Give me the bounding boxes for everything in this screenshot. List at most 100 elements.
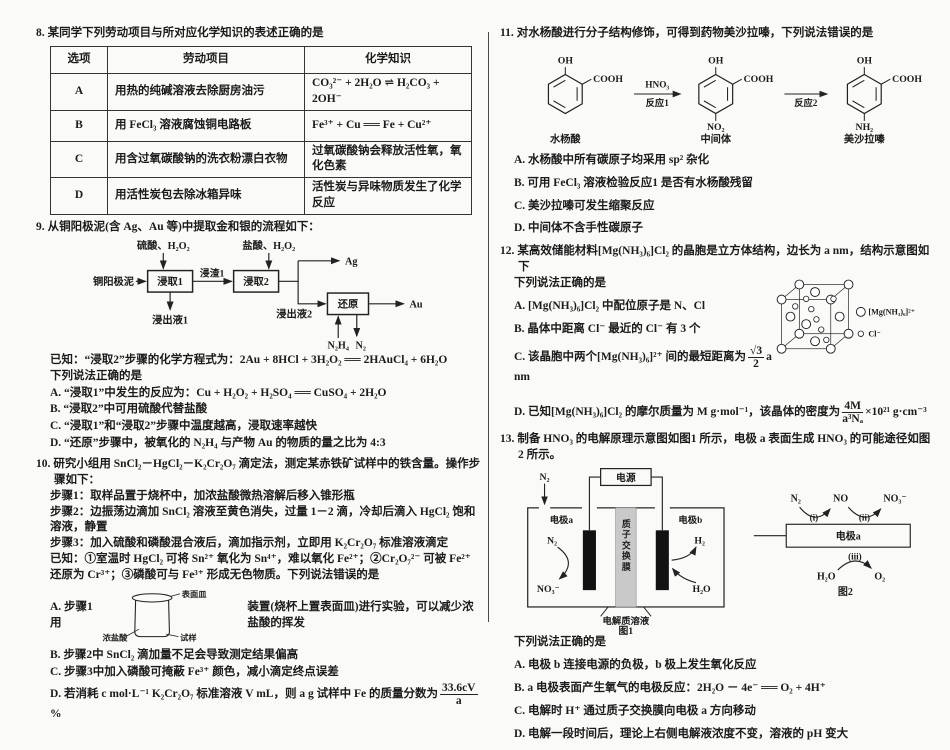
q13-pathway-figure: 电极a N₂ (i) NO (ii) NO₃⁻ (iii) H₂O O₂ 图2 <box>753 494 911 597</box>
ag-label: Ag <box>345 257 358 268</box>
q12-unit-cell-figure: [Mg(NH₃)₆]²⁺ Cl⁻ <box>776 279 915 354</box>
table-row: B 用 FeCl₃ 溶液腐蚀铜电路板 Fe³⁺ + Cu ══ Fe + Cu²… <box>50 109 472 142</box>
table-row: D 用活性炭包去除冰箱异味 活性炭与异味物质发生了化学反应 <box>50 177 472 216</box>
solution-pointer-left <box>600 607 609 618</box>
reaction2-label: 反应2 <box>794 97 818 109</box>
q12-fraction-c-denominator: 2 <box>753 357 759 370</box>
ring2-no2-label: NO₂ <box>707 122 725 133</box>
q10-stem: 10.研究小组用 SnCl₂－HgCl₂－K₂Cr₂O₇ 滴定法，测定某赤铁矿试… <box>36 457 484 489</box>
sample-pointer <box>166 633 179 637</box>
q10-option-d-post: % <box>50 707 62 720</box>
electrode-b-bar <box>655 530 669 591</box>
q12-option-c-post: a nm <box>514 350 772 383</box>
ring3-nh2-label: NH₂ <box>856 122 874 133</box>
beaker-shape <box>134 600 171 638</box>
reaction1-label: 反应1 <box>646 97 670 109</box>
electrode-a-bar-fig2 <box>785 524 911 549</box>
legend-anion-label: Cl⁻ <box>868 329 881 338</box>
table-row: A 用热的纯碱溶液去除厨房油污 CO₃²⁻ + 2H₂O ⇌ H₂CO₃ + 2… <box>50 72 472 111</box>
watch-glass-shape <box>132 593 173 603</box>
q8-table-header-row: 选项 劳动项目 化学知识 <box>50 45 472 74</box>
q10-number: 10. <box>36 458 51 471</box>
power-supply-label: 电源 <box>616 471 636 484</box>
q8-rowD-option: D <box>50 177 108 216</box>
q12-fraction-c-numerator: √3 <box>748 344 765 358</box>
q9-number: 9. <box>36 221 45 234</box>
q12-stem-text: 某高效储能材料[Mg(NH₃)₆]Cl₂ 的晶胞是立方体结构，边长为 a nm，… <box>517 245 930 274</box>
q9-known: 已知：“浸取2”步骤的化学方程式为：2Au + 8HCl + 3H₂O₂ ══ … <box>50 353 448 366</box>
fig1-caption: 图1 <box>619 625 634 635</box>
q9-option-c: C. “浸取1”和“浸取2”步骤中温度越高，浸取速率越快 <box>50 420 318 433</box>
q13-stem-text: 制备 HNO₃ 的电解原理示意图如图1 所示，电极 a 表面生成 HNO₃ 的可… <box>517 432 931 461</box>
flow-feed-label: 铜阳极泥 <box>93 275 135 288</box>
ring2-name: 中间体 <box>700 132 731 145</box>
question-13: 13.制备 HNO₃ 的电解原理示意图如图1 所示，电极 a 表面生成 HNO₃… <box>500 432 936 743</box>
q9-option-a: A. “浸取1”中发生的反应为：Cu + H₂O₂ + H₂SO₄ ══ CuS… <box>50 386 387 399</box>
q8-rowC-option: C <box>50 140 108 179</box>
ring2-cooh-label: COOH <box>744 74 774 85</box>
q10-stem-text: 研究小组用 SnCl₂－HgCl₂－K₂Cr₂O₇ 滴定法，测定某赤铁矿试样中的… <box>53 458 481 486</box>
ring3-name: 美沙拉嗪 <box>844 132 886 145</box>
q8-col-option: 选项 <box>50 45 108 74</box>
liquor2-label: 浸出液2 <box>276 307 312 320</box>
flow-reagent2-label: 盐酸、H₂O₂ <box>242 239 295 252</box>
branch-line-up <box>278 260 299 282</box>
electrode-a-bar <box>582 530 596 591</box>
leach2-label: 浸取2 <box>243 275 269 288</box>
q10-option-d: D. 若消耗 c mol·L⁻¹ K₂Cr₂O₇ 标准溶液 V mL，则 a g… <box>50 682 484 723</box>
q11-stem-text: 对水杨酸进行分子结构修饰，可得到药物美沙拉嗪，下列说法错误的是 <box>516 27 874 39</box>
ring1-name: 水杨酸 <box>549 132 581 145</box>
q11-option-b: B. 可用 FeCl₃ 溶液检验反应1 是否有水杨酸残留 <box>514 176 753 189</box>
ring3-cooh-label: COOH <box>892 74 922 85</box>
fig1-n2-label: N₂ <box>547 536 557 547</box>
q9-flowchart: 硫酸、H₂O₂ 盐酸、H₂O₂ 铜阳极泥 浸取1 浸出液1 浸渣1 浸取2 Ag… <box>93 239 423 352</box>
flow-reagent1-label: 硫酸、H₂O₂ <box>137 239 190 252</box>
q10-step-2: 步骤2：边振荡边滴加 SnCl₂ 溶液至黄色消失，过量 1－2 滴，冷却后滴入 … <box>50 505 476 534</box>
table-row: C 用含过氧碳酸钠的洗衣粉漂白衣物 过氧碳酸钠会释放活性氧，氧化色素 <box>50 140 472 179</box>
solution-label: 电解质溶液 <box>603 615 650 627</box>
q11-number: 11. <box>500 27 514 39</box>
q12-option-d-pre: D. 已知[Mg(NH₃)₆]Cl₂ 的摩尔质量为 M g·mol⁻¹，该晶体的… <box>514 405 841 418</box>
question-10: 10.研究小组用 SnCl₂－HgCl₂－K₂Cr₂O₇ 滴定法，测定某赤铁矿试… <box>36 457 484 723</box>
q8-table: 选项 劳动项目 化学知识 A 用热的纯碱溶液去除厨房油污 CO₃²⁻ + 2H₂… <box>50 45 472 216</box>
sample-label: 试样 <box>180 633 196 643</box>
q12-stem: 12.某高效储能材料[Mg(NH₃)₆]Cl₂ 的晶胞是立方体结构，边长为 a … <box>500 244 936 276</box>
q11-option-c: C. 美沙拉嗪可发生缩聚反应 <box>514 199 655 212</box>
fig2-o2-label: O₂ <box>874 572 885 583</box>
electrode-a-label: 电极a <box>550 514 574 526</box>
pathway-iii-curve <box>837 560 872 571</box>
q9-lead: 下列说法正确的是 <box>50 369 142 382</box>
fig1-h2-label: H₂ <box>694 536 705 547</box>
q13-option-b: B. a 电极表面产生氧气的电极反应：2H₂O － 4e⁻ ══ O₂ + 4H… <box>514 682 826 695</box>
fig1-no3-label: NO₃⁻ <box>537 584 560 595</box>
q8-rowA-option: A <box>50 72 108 111</box>
watch-glass-label: 表面皿 <box>181 589 207 599</box>
q10-option-c: C. 步骤3中加入磷酸可掩蔽 Fe³⁺ 颜色，减小滴定终点误差 <box>50 665 339 678</box>
q10-fraction-denominator: a <box>455 694 462 707</box>
q12-option-d: D. 已知[Mg(NH₃)₆]Cl₂ 的摩尔质量为 M g·mol⁻¹，该晶体的… <box>514 400 936 425</box>
wire-left <box>588 476 601 531</box>
leach1-label: 浸取1 <box>157 275 183 288</box>
q8-rowB-activity: 用 FeCl₃ 溶液腐蚀铜电路板 <box>107 109 305 142</box>
ring2-oh-label: OH <box>708 55 724 66</box>
q8-stem-text: 某同学下列劳动项目与所对应化学知识的表述正确的是 <box>47 27 324 39</box>
q13-option-d: D. 电解一段时间后，理论上右侧电解液浓度不变，溶液的 pH 变大 <box>514 727 849 740</box>
q13-option-a: A. 电极 b 连接电源的负极，b 极上发生氧化反应 <box>514 659 757 672</box>
fig2-n2-label: N₂ <box>791 494 801 505</box>
cation-spheres <box>776 279 854 354</box>
membrane-label: 质子交换膜 <box>621 518 631 573</box>
q8-rowC-activity: 用含过氧碳酸钠的洗衣粉漂白衣物 <box>107 140 305 179</box>
salicylic-acid-structure: OH COOH 水杨酸 <box>547 55 623 145</box>
q8-col-activity: 劳动项目 <box>107 45 305 74</box>
q8-rowC-knowledge: 过氧碳酸钠会释放活性氧，氧化色素 <box>304 140 472 179</box>
liquor1-label: 浸出液1 <box>152 313 188 326</box>
q11-structures-figure: OH COOH 水杨酸 HNO₃ 反应1 <box>547 55 922 145</box>
q11-option-a: A. 水杨酸中所有碳原子均采用 sp² 杂化 <box>514 153 710 166</box>
reaction1-reagent: HNO₃ <box>645 80 669 90</box>
reaction2-arrow: 反应2 <box>784 90 829 109</box>
fig2-caption: 图2 <box>838 586 853 597</box>
q8-stem: 8.某同学下列劳动项目与所对应化学知识的表述正确的是 <box>36 26 484 42</box>
fig2-h2o-label: H₂O <box>817 572 836 583</box>
reaction1-arrow: HNO₃ 反应1 <box>634 80 682 109</box>
